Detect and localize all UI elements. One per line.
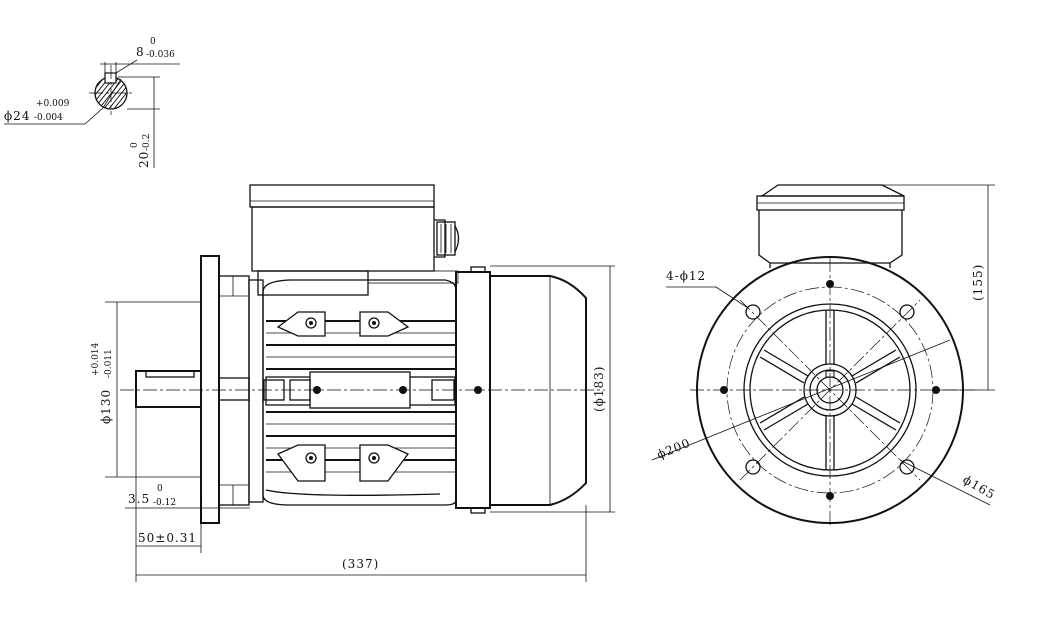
flange-thickness-label: 3.5: [128, 492, 150, 506]
spigot-diameter-label: ϕ130: [99, 389, 113, 424]
cable-gland: [436, 221, 456, 256]
output-shaft: [135, 370, 250, 408]
flange-tol-lower: -0.12: [153, 498, 176, 508]
flange-tol-upper: 0: [157, 484, 163, 494]
key-width-label: 8: [136, 45, 145, 59]
shaft-key-section: 8 0 -0.036 20 0 -0.2 ϕ24 +0.009 -0.004: [4, 37, 180, 168]
shaft-diameter-label: ϕ24: [4, 109, 30, 123]
flange-outer-diameter-label: ϕ200: [655, 436, 693, 462]
shaft-tol-lower: -0.004: [34, 113, 63, 123]
overall-length-label: (337): [342, 557, 379, 571]
flange-side: [200, 255, 264, 524]
key-width-tol-lower: -0.036: [146, 50, 175, 60]
terminal-box: [249, 184, 460, 296]
spigot-tol-lower: -0.011: [104, 349, 114, 378]
pitch-circle-diameter-label: ϕ165: [961, 472, 998, 502]
key-depth-label: 20: [137, 151, 151, 168]
frame-height-label: (ϕ183): [592, 366, 606, 412]
holes-label: 4-ϕ12: [666, 269, 706, 283]
key-width-tol-upper: 0: [150, 37, 156, 47]
key-depth-tol-upper: 0: [130, 142, 140, 148]
key-depth-tol-lower: -0.2: [142, 134, 152, 151]
key-slot: [104, 72, 117, 84]
end-view: 4-ϕ12 ϕ200 ϕ165 (155): [651, 184, 998, 525]
motor-frame: [262, 279, 457, 506]
height-label: (155): [971, 264, 985, 301]
side-dimensions: ϕ130 +0.014 -0.011 3.5 0 -0.12 50±0.31 (…: [91, 265, 615, 582]
side-view: ϕ130 +0.014 -0.011 3.5 0 -0.12 50±0.31 (…: [91, 184, 615, 582]
terminal-box-end: [756, 184, 905, 268]
spigot-tol-upper: +0.014: [91, 342, 101, 376]
shaft-tol-upper: +0.009: [36, 99, 70, 109]
shaft-length-label: 50±0.31: [138, 531, 197, 545]
